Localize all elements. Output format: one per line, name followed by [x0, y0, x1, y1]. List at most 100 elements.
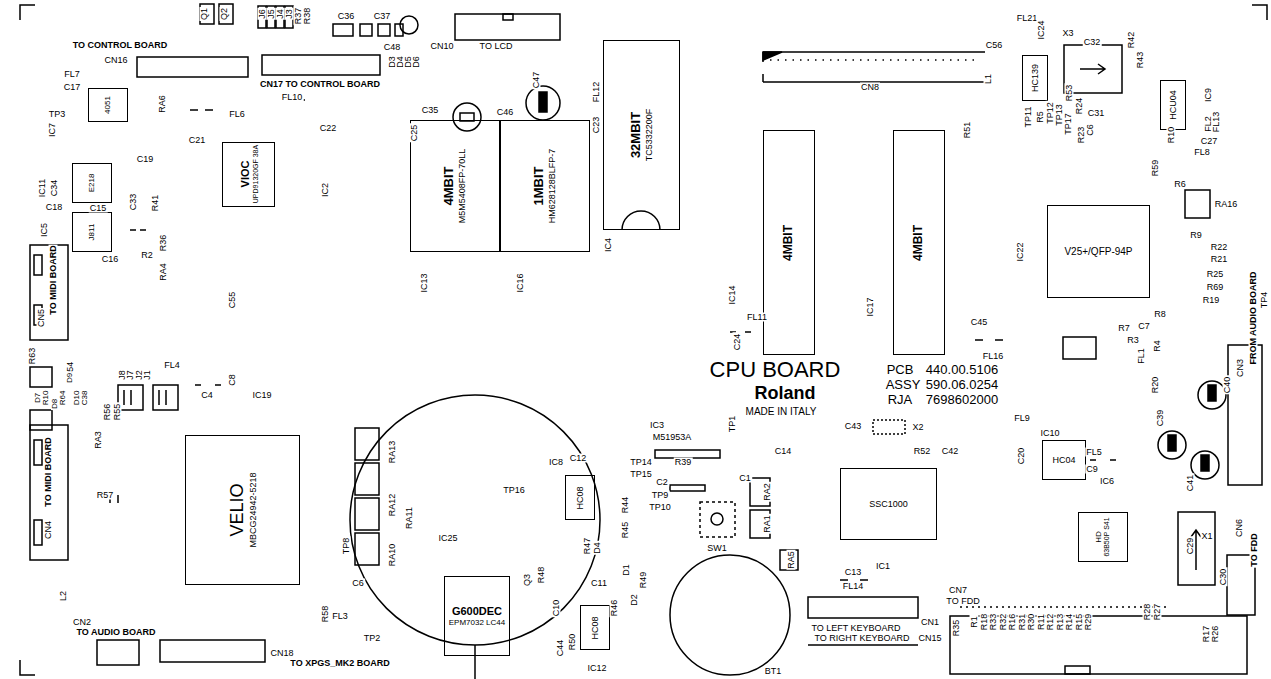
part-designator: CN6	[1235, 518, 1244, 538]
chip-marking: G600DECEPM7032 LC44	[449, 605, 505, 627]
part-designator: D8	[51, 398, 59, 410]
part-designator: TP11	[1024, 106, 1033, 129]
part-designator: C14	[774, 447, 793, 456]
chip-part-number: 63B50P S41	[1104, 517, 1112, 556]
part-designator: R15	[1074, 613, 1083, 632]
part-designator: D9	[66, 372, 74, 384]
part-designator: IC6	[1099, 477, 1115, 486]
part-designator: IC24	[1037, 19, 1046, 40]
chip-name: 1MBIT	[532, 149, 547, 224]
part-designator: R37	[294, 7, 303, 26]
part-designator: R64	[59, 390, 67, 407]
part-designator: C34	[50, 179, 59, 198]
part-designator: J1	[143, 369, 152, 381]
part-designator: RJA	[887, 393, 914, 406]
part-designator: R46	[610, 599, 619, 618]
part-designator: R44	[621, 496, 630, 515]
chip-part-number: MBCG24942-5218	[248, 472, 258, 547]
part-designator: C25	[410, 124, 419, 143]
part-designator: D7	[34, 392, 42, 404]
ic-chip: HC139	[1022, 55, 1048, 101]
chip-marking: HC139	[1030, 64, 1040, 92]
part-designator: R49	[639, 571, 648, 590]
part-designator: R26	[1211, 625, 1220, 644]
part-designator: R28	[1143, 603, 1152, 622]
part-designator: TP4	[1260, 291, 1269, 310]
part-designator: R21	[1210, 255, 1229, 264]
ic-chip: VIOCUPD91320GF 38A	[222, 142, 275, 207]
part-designator: R38	[303, 7, 312, 26]
part-designator: CN3	[1236, 358, 1245, 378]
part-designator: R11	[1036, 613, 1045, 631]
chip-name: V25+/QFP-94P	[1064, 246, 1132, 258]
part-designator: R12	[1046, 613, 1055, 632]
part-designator: R18	[979, 613, 988, 632]
chip-name: SSC1000	[869, 499, 908, 509]
part-designator: IC1	[875, 562, 891, 571]
chip-marking: 4MBITM5M5408FP-70LL	[442, 149, 467, 224]
part-designator: RA13	[388, 440, 397, 465]
part-designator: R41	[151, 194, 160, 213]
part-designator: CN10	[429, 42, 454, 51]
part-designator: D2	[630, 593, 639, 607]
part-designator: C46	[496, 108, 515, 117]
chip-name: HCU04	[1168, 90, 1178, 120]
part-designator: RA3	[94, 430, 103, 450]
part-designator: TP13	[1055, 103, 1064, 127]
part-designator: C17	[63, 83, 82, 92]
part-designator: TO RIGHT KEYBOARD	[813, 634, 910, 643]
part-designator: C47	[532, 71, 541, 90]
part-designator: C15	[89, 204, 108, 213]
part-designator: C45	[970, 318, 989, 327]
ic-chip: HC04	[1042, 440, 1086, 480]
part-designator: M51953A	[652, 433, 693, 442]
part-designator: C44	[556, 639, 565, 658]
part-designator: FL10	[281, 93, 304, 102]
part-designator: C48	[383, 43, 402, 52]
part-designator: IC25	[437, 534, 458, 543]
part-designator: C21	[188, 136, 207, 145]
part-designator: TP10	[648, 503, 672, 512]
part-designator: C37	[373, 12, 392, 21]
part-designator: TO FDD	[1250, 532, 1259, 567]
ic-chip: 4MBITM5M5408FP-70LL	[410, 120, 500, 252]
part-designator: D10	[73, 390, 81, 407]
chip-marking: 1MBITHM628128BLFP-7	[532, 149, 557, 224]
part-designator: R14	[1065, 613, 1074, 632]
part-designator: TP16	[502, 486, 526, 495]
chip-part-number: TC5332200F	[644, 109, 654, 162]
chip-marking: VIOCUPD91320GF 38A	[238, 145, 259, 203]
part-designator: C19	[136, 155, 155, 164]
part-designator: C10	[552, 599, 561, 618]
part-designator: L1	[984, 73, 993, 85]
part-designator: RA1	[763, 514, 772, 534]
part-designator: C40	[1223, 376, 1232, 395]
part-designator: ASSY	[885, 378, 922, 391]
part-designator: IC3	[649, 421, 665, 430]
part-designator: C2	[655, 478, 669, 487]
part-designator: CPU BOARD	[709, 359, 842, 381]
part-designator: TO MIDI BOARD	[44, 436, 53, 507]
part-designator: FL6	[228, 110, 246, 119]
part-designator: R42	[1127, 31, 1136, 50]
part-designator: C13	[844, 568, 863, 577]
part-designator: D1	[622, 563, 631, 577]
part-designator: TP8	[342, 537, 351, 556]
part-designator: CN17 TO CONTROL BOARD	[259, 80, 381, 89]
chip-name: G600DEC	[449, 605, 505, 618]
ic-chip: 4MBIT	[763, 130, 815, 355]
part-designator: CN4	[44, 520, 53, 540]
part-designator: TO LEFT KEYBOARD	[810, 624, 901, 633]
part-designator: X1	[1200, 532, 1213, 541]
part-designator: C6	[1086, 123, 1095, 137]
chip-name: 4MBIT	[442, 149, 457, 224]
part-designator: R24	[1075, 97, 1084, 116]
chip-marking: HD63B50P S41	[1094, 517, 1111, 556]
part-designator: CN18	[269, 649, 294, 658]
part-designator: R39	[674, 458, 693, 467]
part-designator: 440.00.5106	[925, 363, 999, 376]
chip-name: HC04	[1052, 455, 1075, 465]
part-designator: RA6	[158, 94, 167, 114]
ic-chip: HC08	[565, 475, 595, 520]
part-designator: BT1	[764, 667, 783, 676]
